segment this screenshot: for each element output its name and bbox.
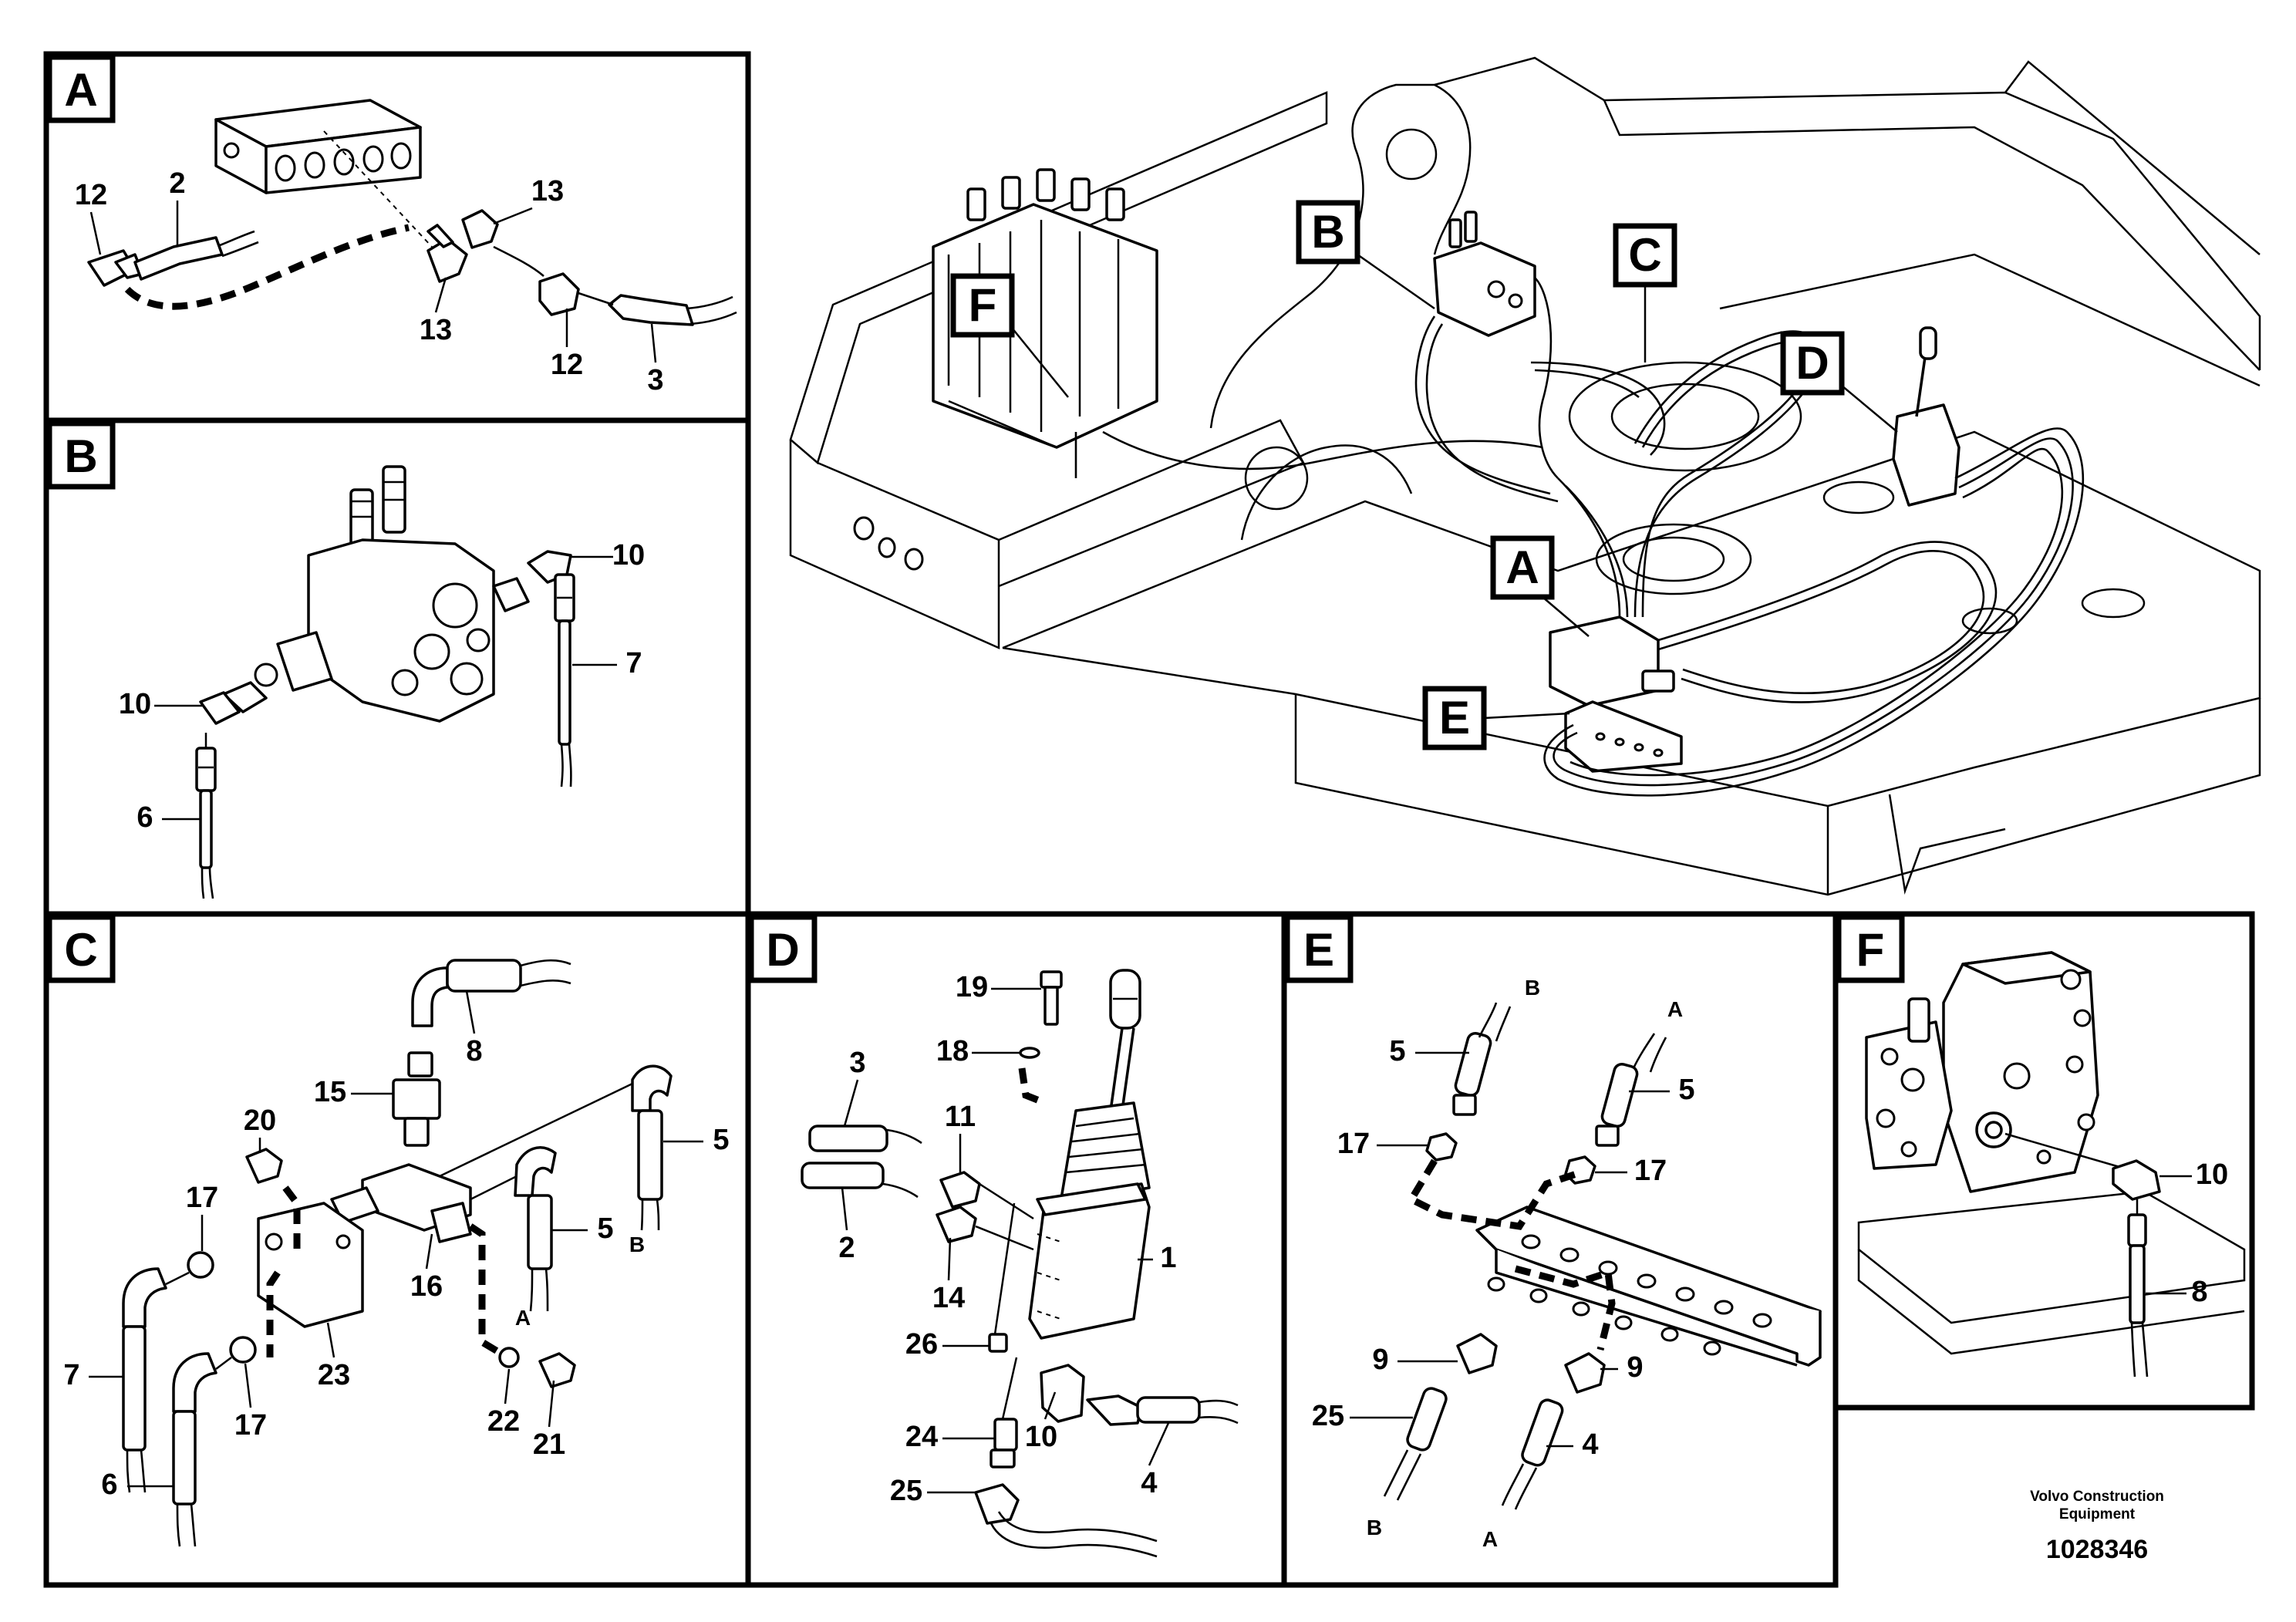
label-a: A [1667, 997, 1683, 1021]
label-2: 2 [169, 167, 185, 200]
label-25: 25 [890, 1475, 922, 1507]
panel-c-illustration [122, 959, 673, 1547]
label-b: B [1367, 1516, 1382, 1539]
label-3: 3 [849, 1047, 865, 1079]
label-4: 4 [1582, 1428, 1598, 1461]
label-10: 10 [2196, 1158, 2228, 1191]
label-6: 6 [101, 1469, 117, 1501]
svg-text:F: F [969, 279, 997, 331]
label-23: 23 [318, 1359, 350, 1391]
label-13: 13 [420, 314, 452, 346]
label-5: 5 [597, 1212, 613, 1245]
panel-d-tag: D [748, 914, 818, 983]
svg-text:Equipment: Equipment [2059, 1506, 2136, 1523]
panel-f-tag: F [1836, 914, 1905, 983]
label-9: 9 [1627, 1351, 1643, 1384]
label-15: 15 [314, 1076, 346, 1108]
svg-text:B: B [64, 430, 97, 482]
label-14: 14 [932, 1282, 965, 1314]
panel-a-illustration [87, 99, 737, 326]
panel-c-tag: C [46, 914, 116, 983]
label-5: 5 [713, 1124, 729, 1156]
label-5: 5 [1678, 1074, 1694, 1106]
overview-callout-f: F [950, 273, 1069, 398]
label-10: 10 [1025, 1421, 1057, 1453]
svg-text:E: E [1303, 924, 1334, 976]
label-21: 21 [533, 1428, 565, 1461]
overview-callout-d: D [1780, 331, 1898, 433]
label-17: 17 [186, 1182, 218, 1214]
label-7: 7 [625, 647, 642, 679]
label-11: 11 [945, 1101, 976, 1133]
panel-d-illustration [801, 969, 1239, 1558]
overview-callout-e: E [1422, 686, 1570, 750]
svg-text:A: A [64, 64, 97, 116]
label-9: 9 [1372, 1344, 1388, 1376]
label-17: 17 [234, 1409, 267, 1442]
svg-text:B: B [1311, 206, 1344, 258]
label-5: 5 [1389, 1035, 1405, 1067]
svg-text:F: F [1856, 924, 1885, 976]
label-6: 6 [137, 801, 153, 834]
svg-text:A: A [1505, 541, 1539, 593]
overview-illustration [789, 56, 2261, 896]
label-20: 20 [244, 1104, 276, 1137]
label-8: 8 [2191, 1276, 2207, 1308]
panel-a-frame [43, 51, 751, 423]
panel-f-frame [1832, 911, 2255, 1411]
label-12: 12 [551, 349, 583, 381]
svg-text:D: D [766, 924, 799, 976]
label-7: 7 [63, 1359, 79, 1391]
panel-a-tag: A [46, 54, 116, 123]
overview-callout-b: B [1296, 200, 1435, 310]
panel-b-tag: B [46, 420, 116, 490]
label-2: 2 [838, 1232, 855, 1264]
label-17: 17 [1337, 1128, 1370, 1160]
panel-f-illustration [1857, 951, 2246, 1378]
label-24: 24 [905, 1421, 938, 1453]
label-16: 16 [410, 1270, 443, 1303]
panel-b-labels: 10 7 10 6 [119, 539, 645, 834]
label-13: 13 [531, 175, 564, 207]
label-10: 10 [119, 688, 151, 720]
label-a: A [1482, 1527, 1498, 1551]
label-18: 18 [936, 1035, 969, 1067]
label-26: 26 [905, 1328, 938, 1361]
label-a: A [515, 1306, 531, 1330]
label-b: B [629, 1233, 645, 1256]
panel-b-illustration [195, 465, 575, 899]
panel-a-labels: 12 2 13 13 12 3 [75, 167, 664, 396]
label-25: 25 [1312, 1400, 1344, 1432]
panel-d-labels: 19 18 3 11 2 14 1 26 24 10 4 25 [838, 971, 1176, 1507]
panel-c-labels: 8 15 20 17 5 5 B A 16 23 7 17 6 22 21 [63, 990, 730, 1501]
label-1: 1 [1160, 1242, 1176, 1274]
panel-f-labels: 10 8 [2146, 1158, 2228, 1308]
svg-text:D: D [1795, 337, 1829, 389]
svg-text:C: C [64, 924, 97, 976]
label-4: 4 [1141, 1467, 1157, 1499]
svg-text:C: C [1628, 229, 1661, 281]
overview-callout-c: C [1613, 223, 1677, 363]
label-8: 8 [466, 1035, 482, 1067]
label-3: 3 [647, 364, 663, 396]
label-10: 10 [612, 539, 645, 572]
overview-callout-a: A [1490, 535, 1590, 637]
panel-e-illustration [1383, 1002, 1822, 1510]
label-17: 17 [1634, 1155, 1667, 1187]
label-22: 22 [487, 1405, 520, 1438]
label-b: B [1525, 976, 1540, 1000]
label-19: 19 [956, 971, 988, 1003]
svg-text:Volvo Construction: Volvo Construction [2030, 1489, 2164, 1505]
svg-text:E: E [1439, 692, 1470, 744]
label-12: 12 [75, 179, 107, 211]
panel-e-tag: E [1284, 914, 1354, 983]
panel-e-labels: B A 5 5 17 17 9 9 25 4 B A [1312, 976, 1695, 1551]
publisher-caption: Volvo Construction Equipment 1028346 [2030, 1489, 2164, 1564]
panel-d-frame [745, 911, 1287, 1588]
document-number: 1028346 [2046, 1535, 2148, 1564]
